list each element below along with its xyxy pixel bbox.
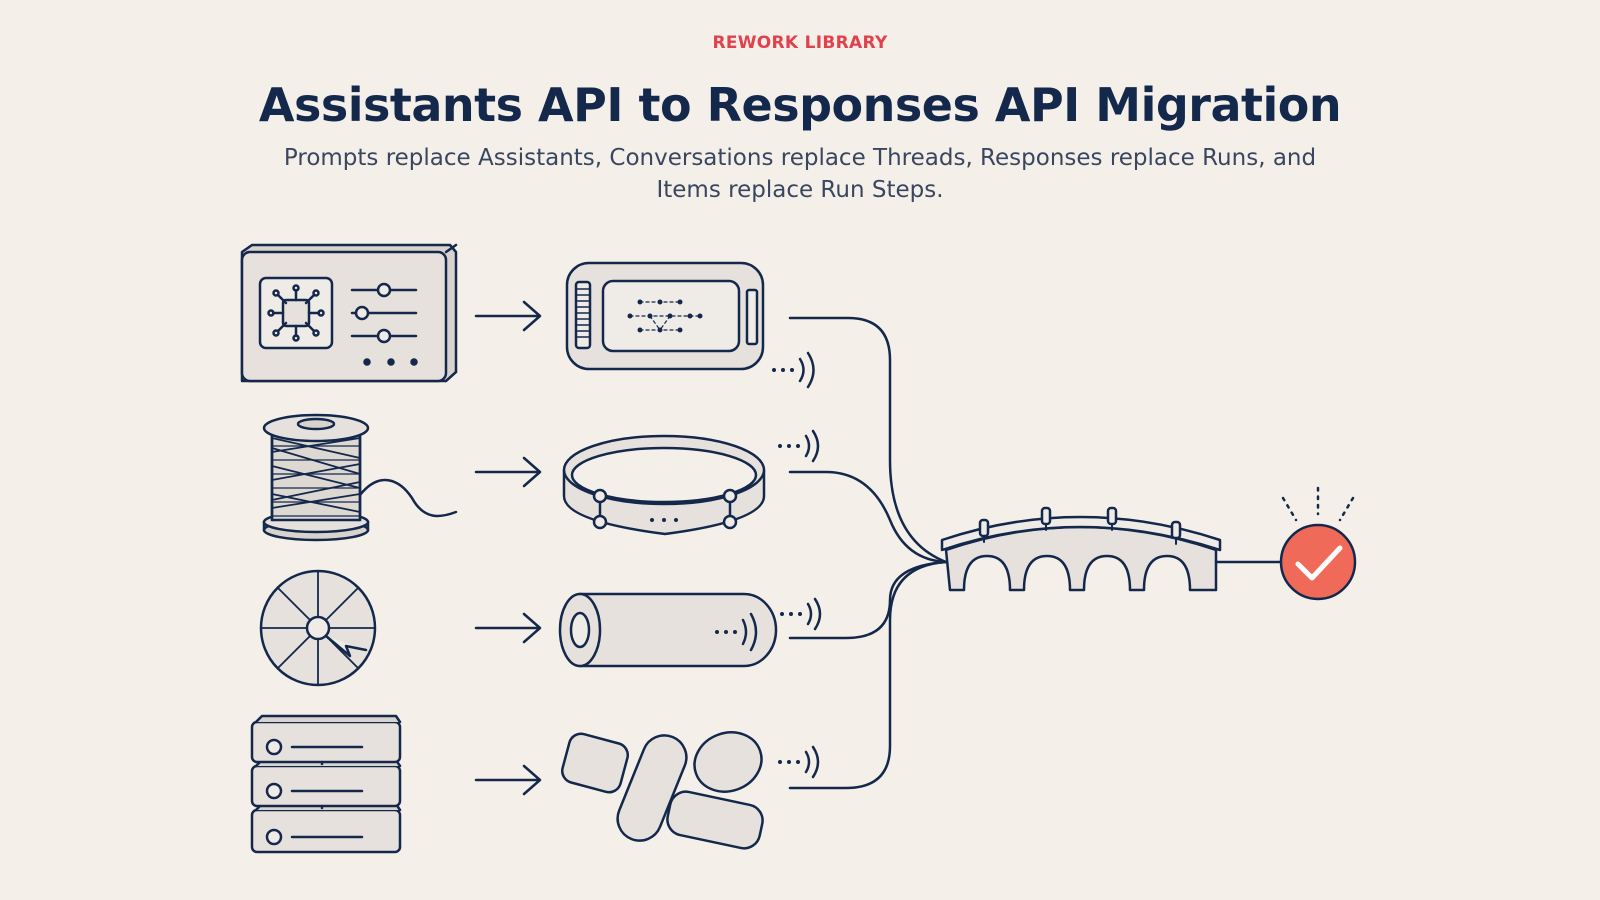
assistant-control-panel-icon [240,243,458,383]
success-check-icon [1279,486,1357,601]
arrow-right-icon [474,764,542,796]
page-subtitle: Prompts replace Assistants, Conversation… [283,145,1317,203]
arrow-right-icon [474,612,542,644]
signal-dots-icon [780,597,822,631]
items-pills-icon [560,731,764,850]
thread-spool-icon [262,413,458,542]
conversation-ring-icon [562,434,766,536]
eyebrow-label: REWORK LIBRARY [712,33,888,53]
signal-dots-icon [772,351,815,389]
run-wheel-icon [259,569,377,687]
arrow-right-icon [474,456,542,488]
arrow-right-icon [474,300,542,332]
run-steps-stack-icon [250,714,402,854]
response-cylinder-icon [558,592,778,668]
prompt-module-icon [565,261,765,371]
signal-dots-icon [778,745,820,779]
signal-dots-icon [778,429,820,463]
migration-bridge-icon [940,506,1222,592]
page-title: Assistants API to Responses API Migratio… [258,78,1342,132]
connector-lines [788,316,948,790]
